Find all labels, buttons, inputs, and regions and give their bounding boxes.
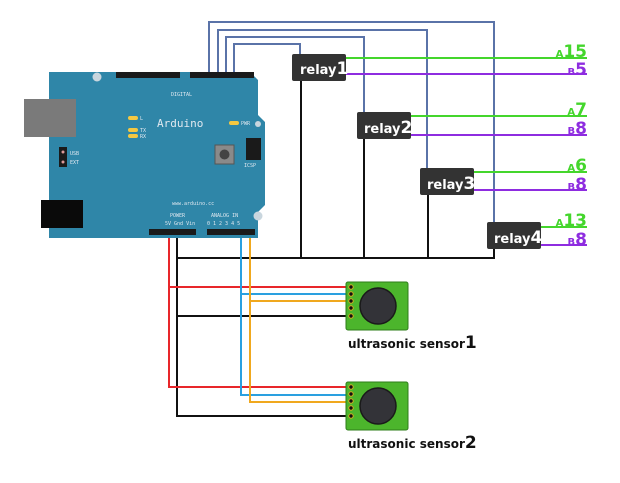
digital-label: DIGITAL — [171, 92, 192, 98]
usb-label: USB — [70, 151, 79, 157]
relay-2: relay2 — [357, 112, 412, 139]
ext-label: EXT — [70, 160, 79, 166]
digital-header-right — [190, 72, 254, 78]
ultrasonic-sensor-1: ultrasonic sensor1 — [345, 281, 477, 353]
svg-text:A6: A6 — [567, 156, 587, 176]
terminal-labels: A15 B5 A7 B8 A6 B8 A13 B8 — [556, 42, 587, 250]
sensor-1-number: 1 — [465, 333, 477, 353]
relay-4-a-value: 13 — [563, 211, 587, 231]
svg-text:A13: A13 — [556, 211, 587, 231]
echo-wires — [249, 230, 350, 403]
ground-bus — [176, 80, 495, 417]
relay-2-a-value: 7 — [575, 100, 587, 120]
power-label: POWER — [170, 213, 186, 219]
relay-3-a-letter: A — [567, 163, 575, 174]
svg-text:B5: B5 — [568, 60, 587, 80]
website-label: www.arduino.cc — [172, 201, 214, 207]
signal-wire-relay3 — [217, 29, 428, 170]
pwr-label: PWR — [241, 121, 251, 127]
svg-text:A7: A7 — [567, 100, 587, 120]
arduino-board: Arduino DIGITAL TX RX L PWR ICSP USB EXT… — [24, 72, 265, 238]
digital-header-left — [116, 72, 180, 78]
relay-1: relay1 — [292, 54, 348, 81]
relay-1-b-letter: B — [568, 67, 576, 78]
analog-pins-label: 0 1 2 3 4 5 — [207, 221, 240, 227]
relay-3-b-value: 8 — [575, 175, 587, 195]
terminal-wires — [346, 57, 587, 246]
brand-label: Arduino — [157, 117, 203, 130]
relay-4-label: relay — [494, 232, 531, 247]
relay-1-label: relay — [300, 63, 337, 78]
svg-text:B8: B8 — [568, 230, 587, 250]
relay-1-a-value: 15 — [563, 42, 587, 62]
analog-header — [207, 229, 255, 235]
relay-3-label: relay — [427, 178, 464, 193]
relay-1-number: 1 — [337, 59, 349, 79]
usb-connector — [24, 99, 76, 137]
svg-text:A15: A15 — [556, 42, 587, 62]
sensor-2-label: ultrasonic sensor — [348, 437, 465, 451]
relay-1-a-letter: A — [556, 49, 564, 60]
icsp-label: ICSP — [244, 163, 256, 169]
icsp-header — [246, 138, 261, 160]
relay-4-b-value: 8 — [575, 230, 587, 250]
power-pins-label: 5V Gnd Vin — [165, 221, 195, 227]
l-label: L — [140, 116, 143, 122]
sensor-1-label: ultrasonic sensor — [348, 337, 465, 351]
relay-4-b-letter: B — [568, 237, 576, 248]
relay-2-number: 2 — [401, 118, 413, 138]
relay-3-b-letter: B — [568, 182, 576, 193]
relay-4-number: 4 — [531, 228, 543, 248]
trig-wires — [240, 230, 350, 396]
relay-2-b-letter: B — [568, 126, 576, 137]
relay-2-label: relay — [364, 122, 401, 137]
relay-4: relay4 — [487, 222, 543, 249]
svg-text:ultrasonic sensor1: ultrasonic sensor1 — [348, 333, 477, 353]
svg-text:ultrasonic sensor2: ultrasonic sensor2 — [348, 433, 477, 453]
power-header — [149, 229, 196, 235]
sensor-2-number: 2 — [465, 433, 477, 453]
power-jack — [41, 200, 83, 228]
ultrasonic-sensor-2: ultrasonic sensor2 — [345, 381, 477, 453]
power-wires — [168, 230, 350, 388]
relay-3-number: 3 — [464, 174, 476, 194]
svg-text:B8: B8 — [568, 175, 587, 195]
relay-4-a-letter: A — [556, 218, 564, 229]
signal-wire-relay1 — [233, 43, 301, 72]
signal-wire-relay4 — [208, 21, 495, 222]
analog-label: ANALOG IN — [211, 213, 238, 219]
relay-2-b-value: 8 — [575, 119, 587, 139]
relay-3-a-value: 6 — [575, 156, 587, 176]
relay-1-b-value: 5 — [575, 60, 587, 80]
tx-label: TX — [140, 128, 146, 134]
svg-text:B8: B8 — [568, 119, 587, 139]
rx-label: RX — [140, 134, 146, 140]
signal-wire-relay2 — [225, 36, 365, 114]
relay-3: relay3 — [420, 168, 475, 195]
relay-2-a-letter: A — [567, 107, 575, 118]
svg-text:relay2: relay2 — [364, 118, 412, 138]
svg-text:relay3: relay3 — [427, 174, 475, 194]
svg-text:relay4: relay4 — [494, 228, 543, 248]
relay-signal-wires — [208, 21, 495, 222]
svg-text:relay1: relay1 — [300, 59, 348, 79]
